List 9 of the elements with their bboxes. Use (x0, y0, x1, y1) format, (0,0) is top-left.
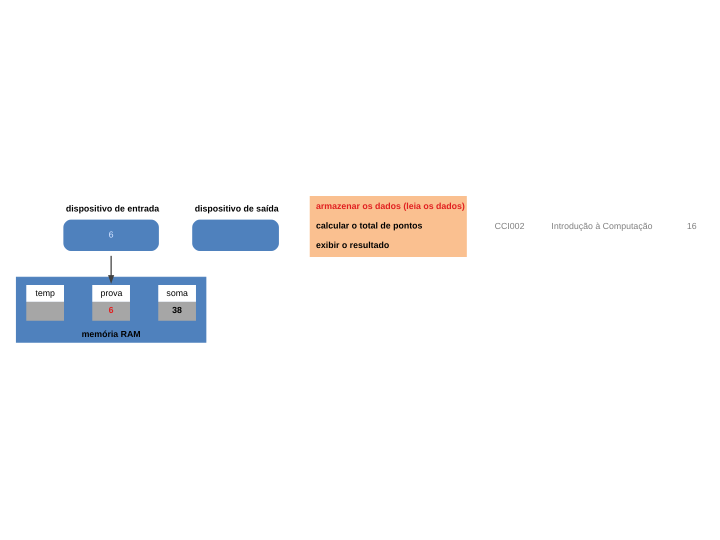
label: CCI002 (494, 220, 524, 230)
node-box: armazenar os dados (leia os dados) calcular o total de pontos exibir o resultado (310, 196, 467, 256)
node-box (192, 219, 279, 251)
node-label: dispositivo de saída (194, 203, 279, 214)
node-box: 6 (63, 219, 159, 251)
label: 16 (686, 220, 697, 230)
node-label: dispositivo de entrada (66, 203, 160, 214)
label: Introdução à Computação (551, 220, 652, 230)
arrow (108, 255, 114, 284)
